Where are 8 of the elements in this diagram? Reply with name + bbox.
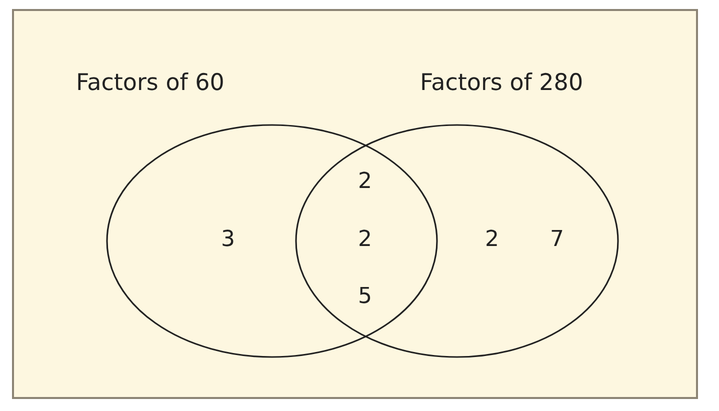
set-element: 3 <box>221 229 235 251</box>
set-heading: Factors of 60 <box>76 70 224 96</box>
intersection-element: 2 <box>358 171 372 193</box>
set-element: 2 <box>485 229 499 251</box>
set-element: 7 <box>550 229 564 251</box>
intersection-element: 2 <box>358 229 372 251</box>
intersection-element: 5 <box>358 286 372 308</box>
set-heading: Factors of 280 <box>420 70 584 96</box>
